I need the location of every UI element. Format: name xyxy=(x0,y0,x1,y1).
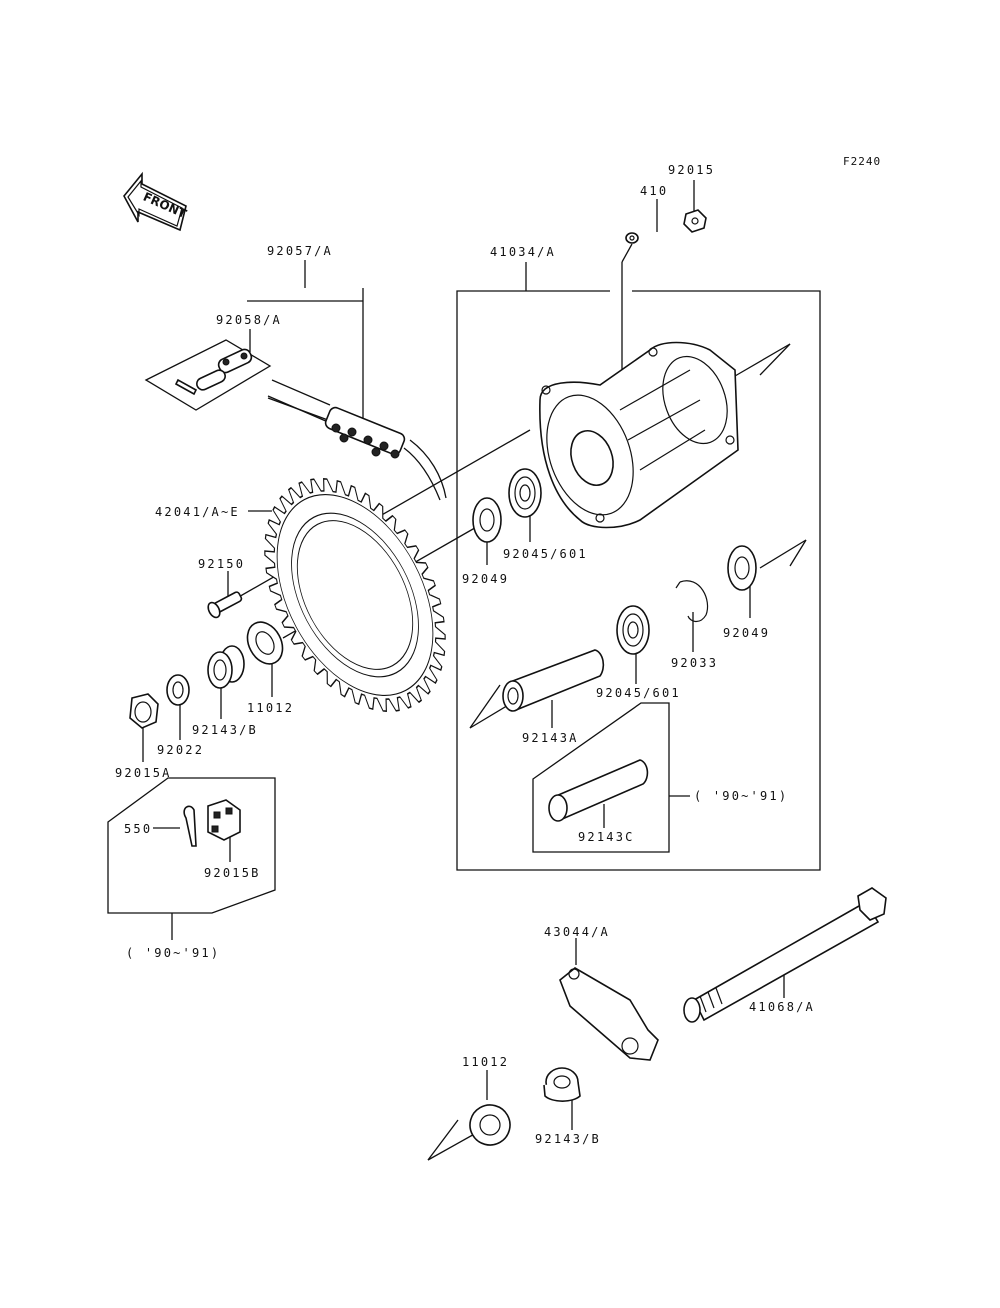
leader-lines xyxy=(142,180,785,1130)
cotter-group-box xyxy=(107,777,276,914)
chain-adjuster xyxy=(559,967,659,1061)
label-92015B: 92015B xyxy=(204,866,261,880)
sleeve-group-box xyxy=(532,702,670,853)
front-arrow-icon: FRONT xyxy=(123,171,189,232)
label-92143B-bottom: 92143/B xyxy=(535,1132,601,1146)
label-92143A: 92143A xyxy=(522,731,579,745)
label-92015: 92015 xyxy=(668,163,716,177)
figure-code: F2240 xyxy=(843,155,882,168)
note-90-91-hub: ( '90~'91) xyxy=(694,789,789,803)
drive-chain xyxy=(267,379,447,501)
note-90-91-cotter: ( '90~'91) xyxy=(126,946,221,960)
chain-joint-link xyxy=(174,348,253,396)
label-92045-601-left: 92045/601 xyxy=(503,547,588,561)
hub-bearing-right xyxy=(616,605,650,655)
collar-washer xyxy=(246,621,284,665)
collar-washer-bottom xyxy=(469,1104,511,1146)
chain-link-box xyxy=(144,339,272,411)
castle-nut xyxy=(207,799,241,841)
label-43044A: 43044/A xyxy=(544,925,610,939)
label-92045-601-right: 92045/601 xyxy=(596,686,681,700)
label-92143B-top: 92143/B xyxy=(192,723,258,737)
label-92015A: 92015A xyxy=(115,766,172,780)
axle-nut xyxy=(129,693,159,729)
axis-lines xyxy=(215,343,807,1161)
label-92150: 92150 xyxy=(198,557,246,571)
label-92058A: 92058/A xyxy=(216,313,282,327)
label-92022: 92022 xyxy=(157,743,205,757)
hub-nut-small xyxy=(683,209,707,233)
label-11012-bottom: 11012 xyxy=(462,1055,510,1069)
label-41068A: 41068/A xyxy=(749,1000,815,1014)
label-92057A: 92057/A xyxy=(267,244,333,258)
hub-bearing-left xyxy=(508,468,542,518)
label-92033: 92033 xyxy=(671,656,719,670)
label-92049-left: 92049 xyxy=(462,572,510,586)
axle-collar-bottom xyxy=(543,1067,581,1102)
hub-group-box xyxy=(456,290,821,871)
cotter-pin xyxy=(183,805,197,847)
oil-seal-left xyxy=(472,497,502,543)
label-41034A: 41034/A xyxy=(490,245,556,259)
sprocket-bolt xyxy=(207,591,243,619)
rear-sprocket xyxy=(264,478,446,712)
label-92049-right: 92049 xyxy=(723,626,771,640)
axle-collar xyxy=(207,645,245,689)
axle-washer xyxy=(166,674,190,706)
oil-seal-right xyxy=(727,545,757,591)
rear-axle xyxy=(683,887,887,1023)
rear-hub xyxy=(539,341,739,529)
label-42041AE: 42041/A~E xyxy=(155,505,240,519)
circlip xyxy=(675,580,709,623)
label-550: 550 xyxy=(124,822,153,836)
hub-washer-small xyxy=(625,232,639,244)
label-92143C: 92143C xyxy=(578,830,635,844)
hub-sleeve xyxy=(502,649,605,712)
label-410: 410 xyxy=(640,184,669,198)
label-11012-top: 11012 xyxy=(247,701,295,715)
hub-sleeve-alt xyxy=(548,759,649,822)
